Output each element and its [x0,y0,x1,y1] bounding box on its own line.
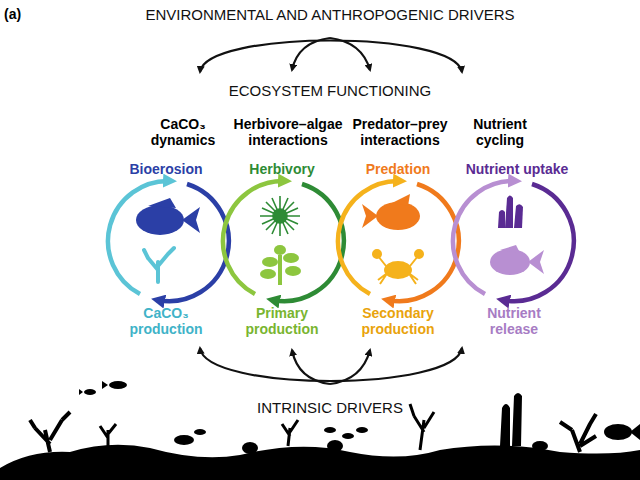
process-label: Nutrient uptake [452,161,582,177]
process-label: Herbivory [232,161,332,177]
process-label: CaCO₃ production [118,305,214,337]
driver-heading: INTRINSIC DRIVERS [200,399,460,416]
process-label: Predation [348,161,448,177]
driver-heading: ENVIRONMENTAL AND ANTHROPOGENIC DRIVERS [120,6,540,23]
process-label: Secondary production [348,305,448,337]
parrotfish-icon [136,198,200,235]
section-heading: ECOSYSTEM FUNCTIONING [180,82,480,99]
column-heading: Predator–prey interactions [345,116,455,148]
column-heading: CaCO₃ dynamics [141,116,225,148]
predator-fish-icon [362,194,420,230]
column-heading: Nutrient cycling [458,116,542,148]
crab-icon [373,250,423,284]
cycle-arcs [108,181,574,301]
damselfish-icon [490,245,544,275]
process-label: Bioerosion [116,161,216,177]
panel-letter: (a) [4,6,44,22]
process-label: Nutrient release [469,305,559,337]
sponge-icon [498,196,523,229]
reef-silhouette [0,393,640,480]
column-heading: Herbivore–algae interactions [228,116,348,148]
coral-icon [144,248,174,282]
algae-icon [260,245,301,285]
urchin-icon [260,196,300,236]
process-label: Primary production [234,305,330,337]
